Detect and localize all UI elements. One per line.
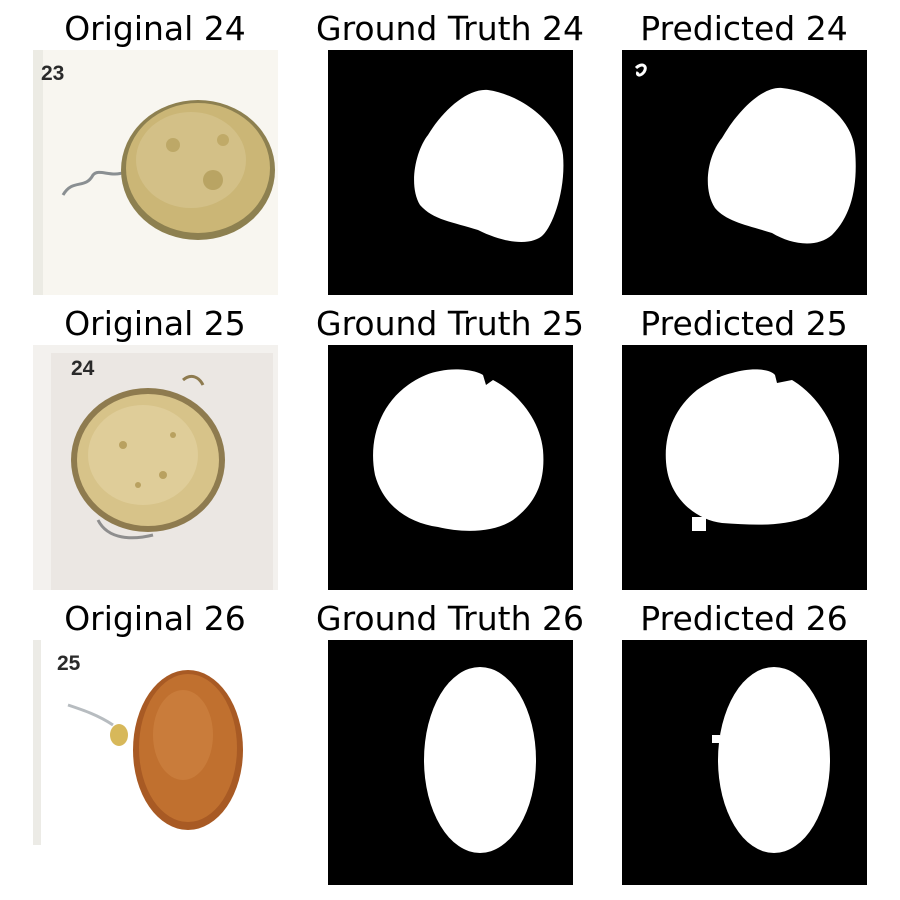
original-26-image: 25 [33,640,278,885]
predicted-26-title: Predicted 26 [640,599,848,638]
ground-truth-24-title: Ground Truth 24 [316,9,584,48]
original-26-title: Original 26 [64,599,246,638]
original-25-image: 24 [33,345,278,590]
sample-number-24: 24 [71,357,95,380]
ground-truth-26-shape [424,667,536,853]
predicted-24-mask [622,50,867,295]
ground-truth-25-title: Ground Truth 25 [316,304,584,343]
predicted-26-shape [712,667,830,853]
original-24-title: Original 24 [64,9,246,48]
predicted-25-title: Predicted 25 [640,304,848,343]
original-25-title: Original 25 [64,304,246,343]
ground-truth-25-shape [373,369,544,531]
seed-25-photo [33,345,278,590]
predicted-26-mask [622,640,867,885]
sample-number-23: 23 [41,62,65,85]
predicted-25-shape [665,369,840,531]
original-24-image: 23 [33,50,278,295]
ground-truth-26-mask [328,640,573,885]
seed-26-photo [33,640,278,885]
ground-truth-24-mask [328,50,573,295]
predicted-24-title: Predicted 24 [640,9,848,48]
ground-truth-25-mask [328,345,573,590]
seed-24-photo [33,50,278,295]
sample-number-25: 25 [57,652,81,675]
predicted-25-mask [622,345,867,590]
predicted-24-shape [634,63,856,244]
ground-truth-24-shape [414,89,564,242]
ground-truth-26-title: Ground Truth 26 [316,599,584,638]
